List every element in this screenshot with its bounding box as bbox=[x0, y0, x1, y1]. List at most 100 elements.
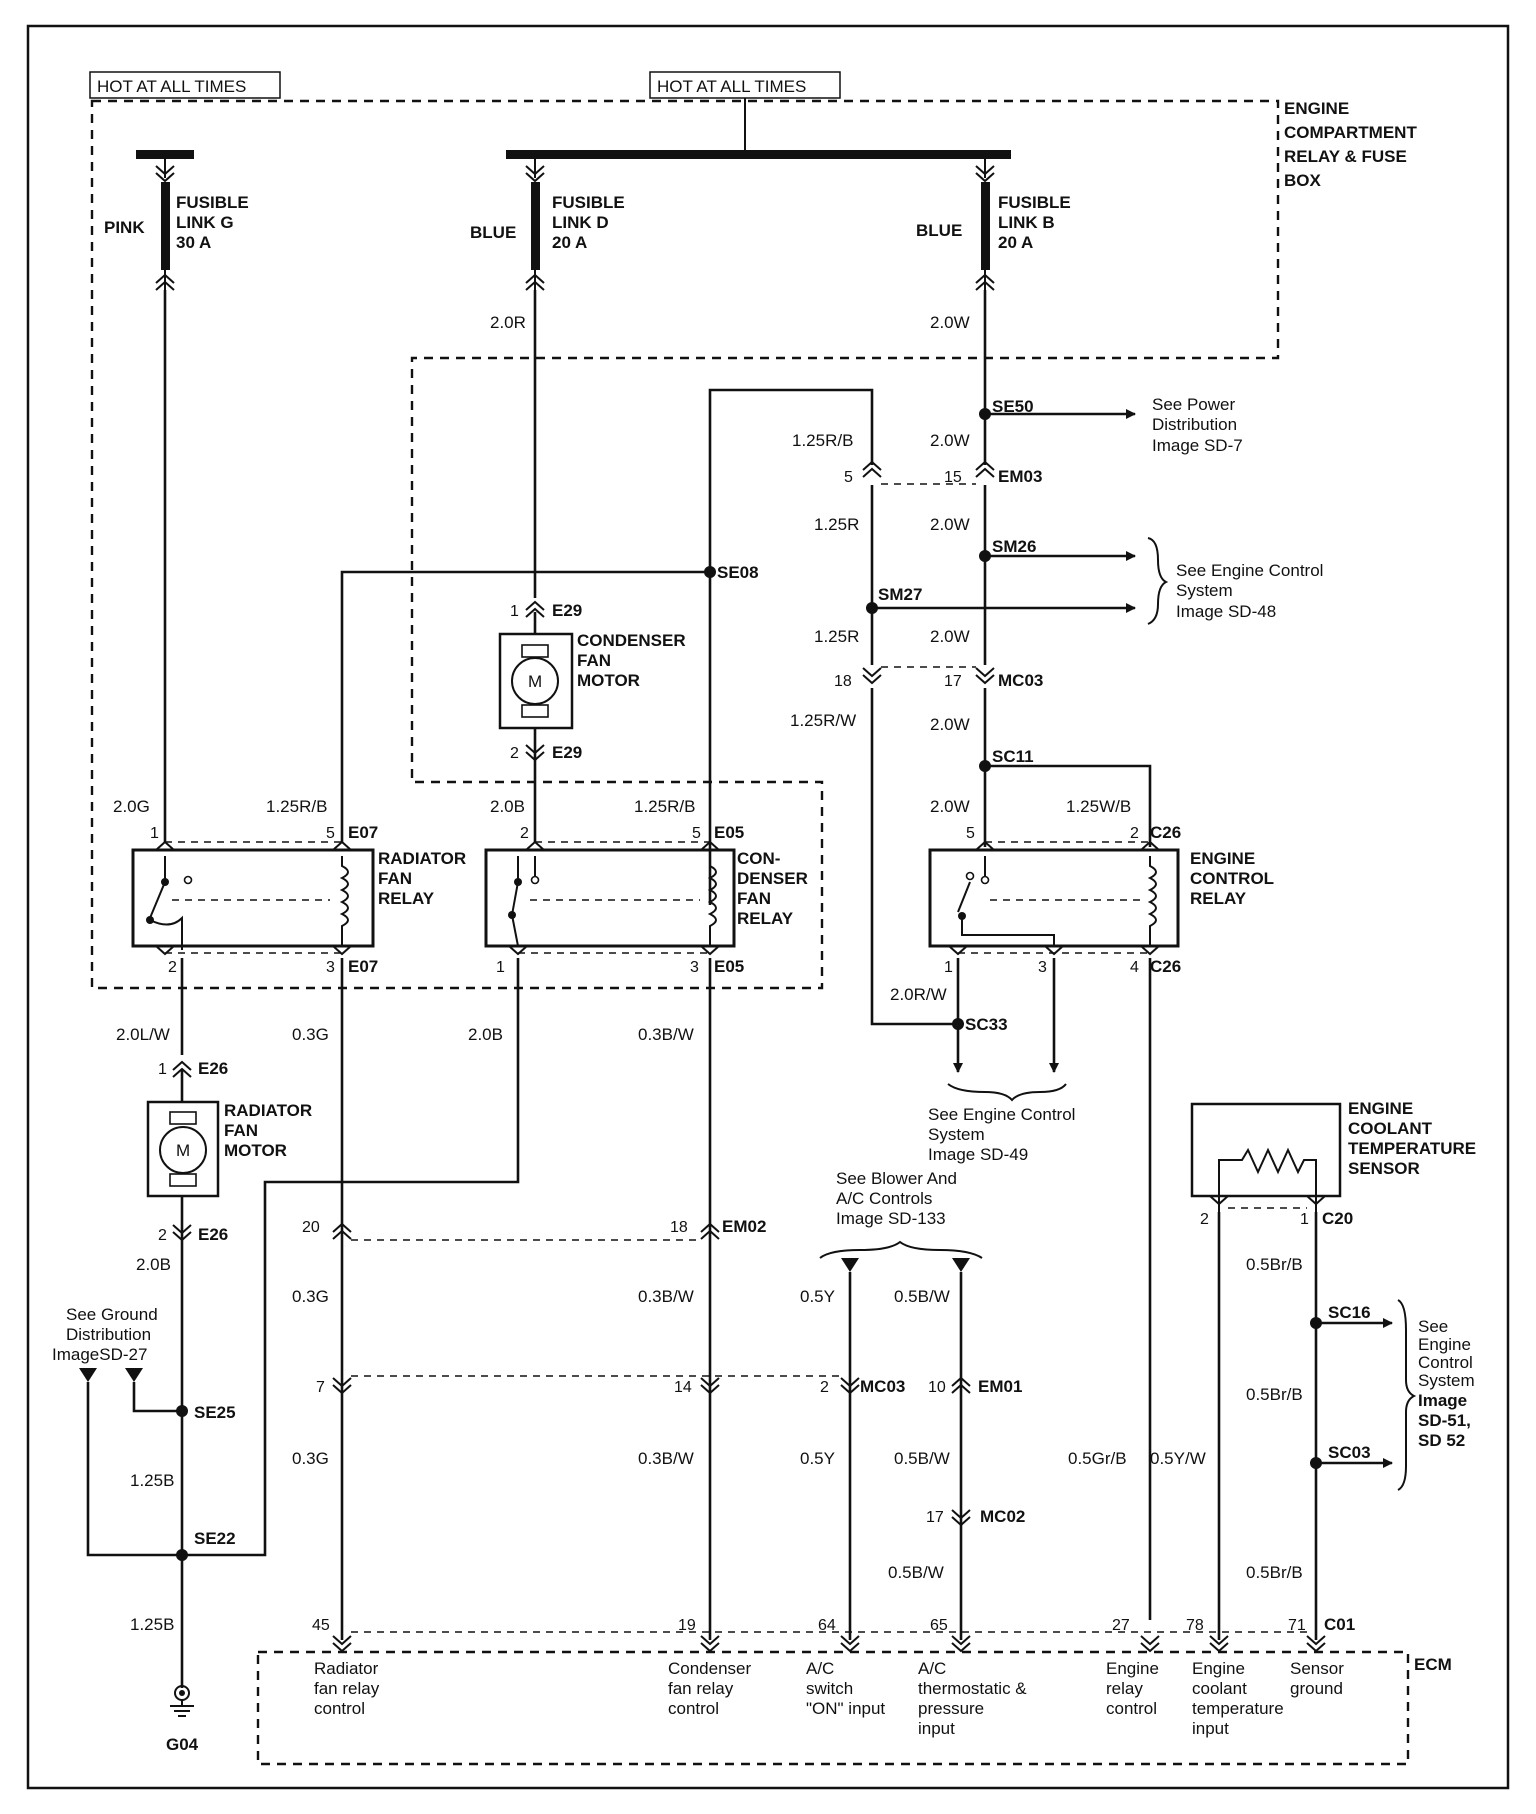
svg-text:A/C Controls: A/C Controls bbox=[836, 1189, 932, 1208]
svg-text:78: 78 bbox=[1186, 1617, 1204, 1634]
svg-text:ENGINE: ENGINE bbox=[1190, 849, 1255, 868]
connector-e26-bottom: 2 E26 bbox=[158, 1224, 228, 1244]
wire-ground-se22 bbox=[86, 1382, 182, 1557]
wire-label: 0.5Gr/B bbox=[1068, 1449, 1127, 1468]
svg-text:15: 15 bbox=[944, 469, 962, 486]
svg-text:EM02: EM02 bbox=[722, 1217, 766, 1236]
svg-text:thermostatic &: thermostatic & bbox=[918, 1679, 1027, 1698]
svg-text:SENSOR: SENSOR bbox=[1348, 1159, 1420, 1178]
svg-text:2: 2 bbox=[520, 825, 529, 842]
splice-label: SM26 bbox=[992, 537, 1036, 556]
svg-text:Image SD-7: Image SD-7 bbox=[1152, 436, 1243, 455]
svg-text:RELAY: RELAY bbox=[737, 909, 794, 928]
svg-text:See Engine Control: See Engine Control bbox=[1176, 561, 1323, 580]
wire-label: 2.0B bbox=[468, 1025, 503, 1044]
wire-label: 1.25B bbox=[130, 1615, 174, 1634]
svg-text:Image SD-133: Image SD-133 bbox=[836, 1209, 946, 1228]
splice-label: SC11 bbox=[992, 747, 1034, 766]
svg-text:LINK B: LINK B bbox=[998, 213, 1055, 232]
ecm-input-condenser: Condenser fan relay control bbox=[668, 1659, 752, 1718]
wire-label: 2.0W bbox=[930, 431, 970, 450]
wire-label: 0.5Br/B bbox=[1246, 1563, 1303, 1582]
svg-text:CONTROL: CONTROL bbox=[1190, 869, 1274, 888]
wire-label: 2.0B bbox=[136, 1255, 171, 1274]
brace bbox=[947, 1083, 1067, 1102]
svg-text:5: 5 bbox=[844, 469, 853, 486]
ref-power-distribution: See Power Distribution Image SD-7 bbox=[1152, 395, 1243, 455]
svg-text:Control: Control bbox=[1418, 1353, 1473, 1372]
wire-label: 2.0W bbox=[930, 797, 970, 816]
wire-ground-se25 bbox=[132, 1382, 182, 1413]
wire-label: 1.25B bbox=[130, 1471, 174, 1490]
wire-sc11-to-c26 bbox=[985, 764, 1152, 847]
connector-e29-top: 1 E29 bbox=[510, 600, 582, 620]
ref-engine-control-48: See Engine Control System Image SD-48 bbox=[1176, 561, 1323, 621]
svg-text:FUSIBLE: FUSIBLE bbox=[998, 193, 1071, 212]
svg-text:C20: C20 bbox=[1322, 1209, 1353, 1228]
wire-label: 0.5B/W bbox=[888, 1563, 944, 1582]
svg-text:E07: E07 bbox=[348, 823, 378, 842]
svg-text:1: 1 bbox=[944, 959, 953, 976]
svg-text:E26: E26 bbox=[198, 1225, 228, 1244]
wire-label: 0.5Y bbox=[800, 1287, 835, 1306]
wire-label: 1.25R bbox=[814, 627, 859, 646]
wire-label: 2.0W bbox=[930, 313, 970, 332]
svg-text:1: 1 bbox=[150, 825, 159, 842]
svg-text:E05: E05 bbox=[714, 957, 744, 976]
wire-label: 2.0B bbox=[490, 797, 525, 816]
svg-text:COMPARTMENT: COMPARTMENT bbox=[1284, 123, 1417, 142]
svg-text:CONDENSER: CONDENSER bbox=[577, 631, 686, 650]
svg-text:5: 5 bbox=[692, 825, 701, 842]
ground-ref-arrow-a bbox=[79, 1368, 97, 1382]
splice-label: SE50 bbox=[992, 397, 1034, 416]
svg-text:M: M bbox=[176, 1141, 190, 1160]
svg-text:17: 17 bbox=[944, 673, 962, 690]
radiator-fan-motor: M RADIATOR FAN MOTOR bbox=[146, 1100, 312, 1198]
hot-label-center: HOT AT ALL TIMES bbox=[657, 77, 806, 96]
ac-ref-arrow-a bbox=[841, 1258, 859, 1272]
svg-text:4: 4 bbox=[1130, 959, 1139, 976]
svg-text:71: 71 bbox=[1288, 1617, 1306, 1634]
svg-text:2: 2 bbox=[1200, 1211, 1209, 1228]
svg-text:3: 3 bbox=[690, 959, 699, 976]
svg-text:Sensor: Sensor bbox=[1290, 1659, 1344, 1678]
svg-text:Condenser: Condenser bbox=[668, 1659, 752, 1678]
svg-text:Image SD-48: Image SD-48 bbox=[1176, 602, 1276, 621]
svg-text:FUSIBLE: FUSIBLE bbox=[552, 193, 625, 212]
svg-text:input: input bbox=[1192, 1719, 1229, 1738]
brace bbox=[1397, 1299, 1417, 1491]
wire-125rw bbox=[870, 688, 958, 1026]
ground-ref-arrow-b bbox=[125, 1368, 143, 1382]
svg-text:A/C: A/C bbox=[918, 1659, 946, 1678]
svg-text:2: 2 bbox=[168, 959, 177, 976]
wire-label: 2.0W bbox=[930, 627, 970, 646]
svg-text:G04: G04 bbox=[166, 1735, 199, 1754]
fusible-link-g: FUSIBLE LINK G 30 A PINK bbox=[104, 159, 249, 291]
wire-label: 1.25R/B bbox=[792, 431, 853, 450]
svg-text:E07: E07 bbox=[348, 957, 378, 976]
wire-label: 1.25R/W bbox=[790, 711, 856, 730]
wire-label: 1.25R/B bbox=[266, 797, 327, 816]
bus-bar-main bbox=[506, 150, 1011, 159]
engine-compartment-box-boundary bbox=[90, 99, 1280, 990]
svg-text:relay: relay bbox=[1106, 1679, 1143, 1698]
svg-text:1: 1 bbox=[158, 1061, 167, 1078]
svg-text:MC02: MC02 bbox=[980, 1507, 1025, 1526]
svg-text:E26: E26 bbox=[198, 1059, 228, 1078]
svg-text:27: 27 bbox=[1112, 1617, 1130, 1634]
svg-text:input: input bbox=[918, 1719, 955, 1738]
svg-text:E29: E29 bbox=[552, 743, 582, 762]
svg-text:5: 5 bbox=[326, 825, 335, 842]
svg-text:MOTOR: MOTOR bbox=[224, 1141, 287, 1160]
splice-label: SE22 bbox=[194, 1529, 236, 1548]
svg-text:1: 1 bbox=[496, 959, 505, 976]
svg-text:System: System bbox=[928, 1125, 985, 1144]
splice-label: SC33 bbox=[965, 1015, 1008, 1034]
wire-label: 2.0G bbox=[113, 797, 150, 816]
svg-text:System: System bbox=[1176, 581, 1233, 600]
svg-text:COOLANT: COOLANT bbox=[1348, 1119, 1433, 1138]
svg-text:See: See bbox=[1418, 1317, 1448, 1336]
svg-text:1: 1 bbox=[1300, 1211, 1309, 1228]
svg-text:RELAY: RELAY bbox=[378, 889, 435, 908]
svg-text:20 A: 20 A bbox=[998, 233, 1033, 252]
